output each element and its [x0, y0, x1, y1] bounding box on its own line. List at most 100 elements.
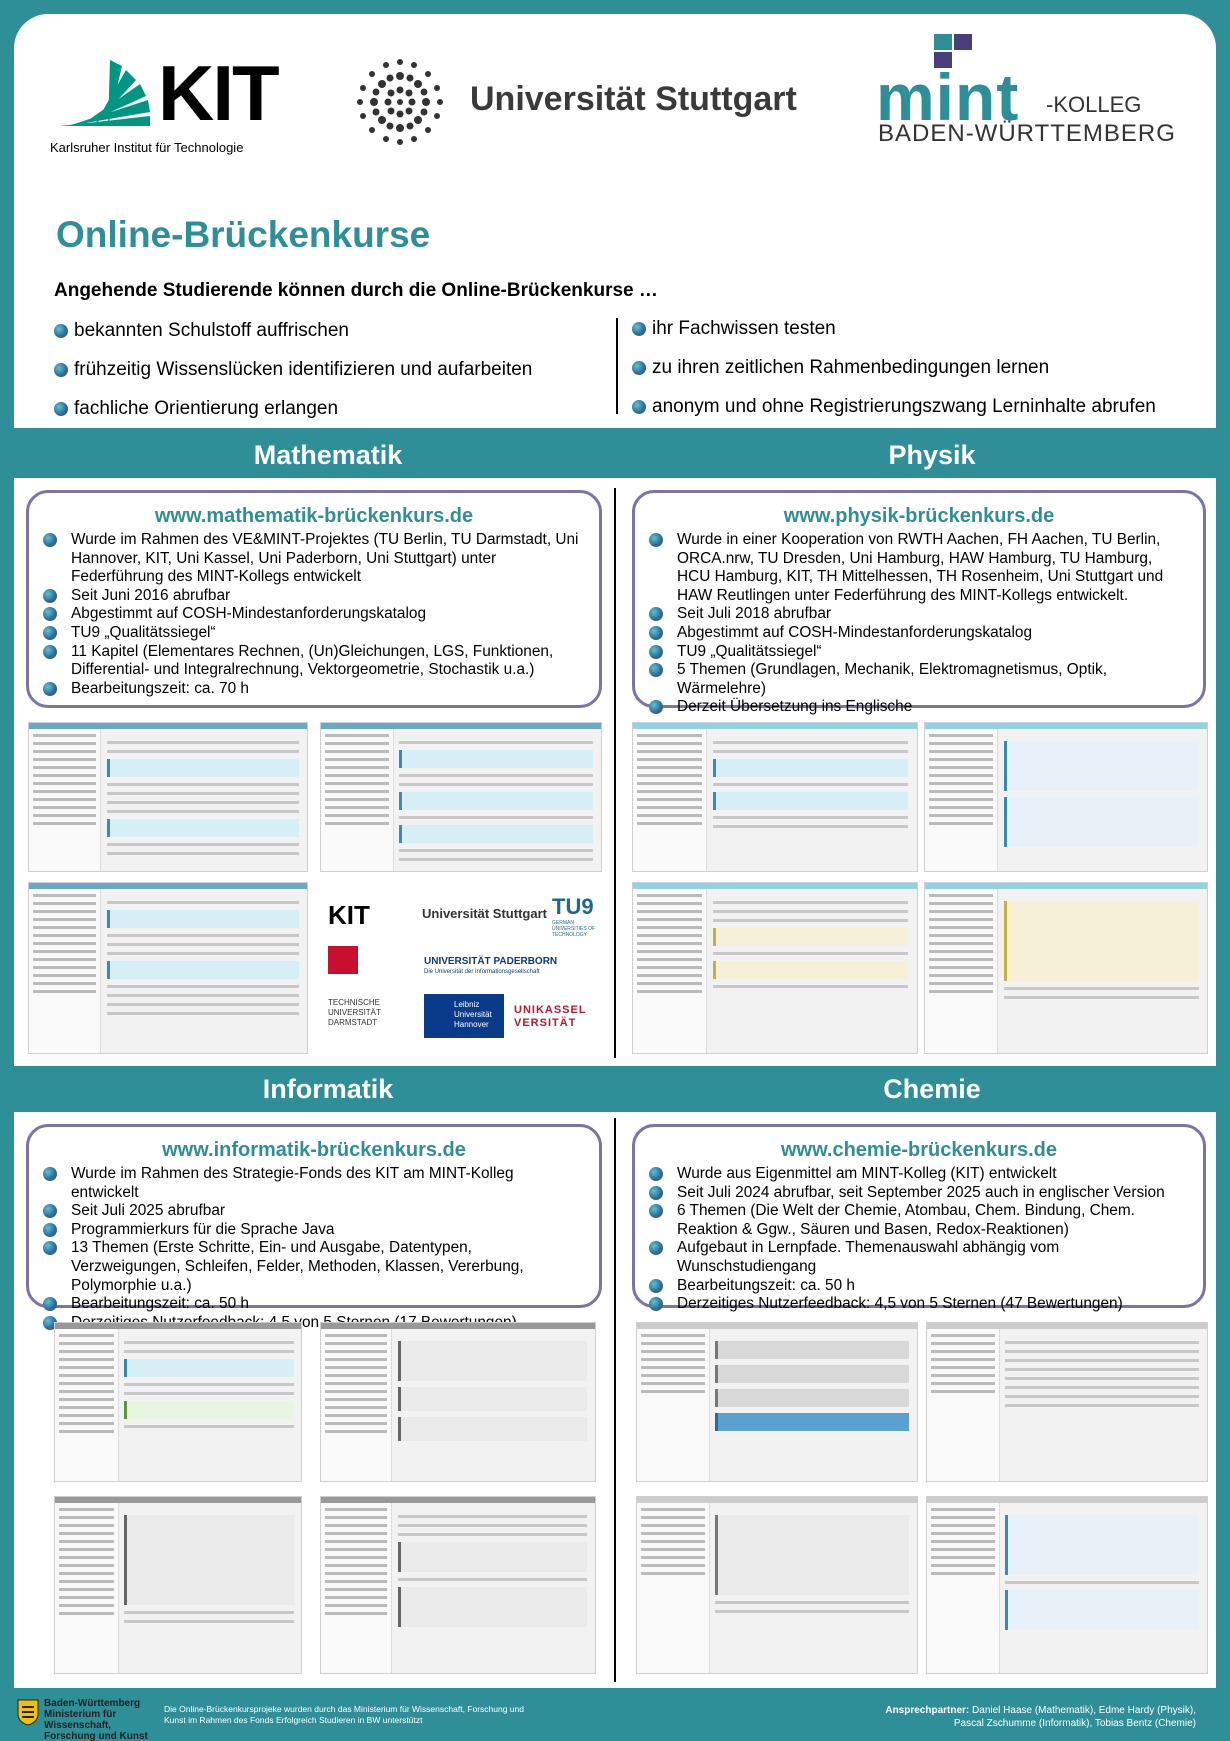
lead-text: Angehende Studierende können durch die O… [54, 280, 658, 301]
mint-kolleg-suffix: -KOLLEG [1046, 92, 1142, 117]
bullet-icon [43, 625, 57, 640]
kit-subtitle: Karlsruher Institut für Technologie [50, 140, 244, 155]
list-item: ihr Fachwissen testen [632, 318, 1156, 357]
footer: Baden-Württemberg Ministerium für Wissen… [0, 1692, 1230, 1741]
bullet-icon [43, 607, 57, 622]
section-heading-cs: Informatik [262, 1074, 394, 1104]
bullet-icon [649, 625, 663, 640]
cs-screenshot-1 [54, 1322, 302, 1482]
bullet-icon [54, 324, 68, 338]
partner-stuttgart-logo: Universität Stuttgart [422, 906, 547, 921]
list-item: zu ihren zeitlichen Rahmenbedingungen le… [632, 357, 1156, 396]
mint-squares-icon [934, 34, 972, 68]
bullet-icon [43, 1167, 57, 1181]
benefits-left-list: bekannten Schulstoff auffrischen frühzei… [54, 320, 532, 437]
list-item: Wurde im Rahmen des VE&MINT-Projektes (T… [43, 531, 585, 587]
bullet-icon [632, 400, 646, 414]
physics-screenshot-2 [924, 722, 1208, 872]
math-screenshot-1 [28, 722, 308, 872]
math-info-list: Wurde im Rahmen des VE&MINT-Projektes (T… [43, 531, 585, 698]
kit-fan-icon [60, 60, 150, 126]
bullet-icon [632, 322, 646, 336]
contact-info: Ansprechpartner: Daniel Haase (Mathemati… [885, 1704, 1196, 1730]
bullet-icon [649, 700, 663, 715]
bullet-icon [649, 1185, 663, 1200]
cs-screenshot-2 [320, 1322, 596, 1482]
bullet-icon [43, 588, 57, 603]
partner-logos: KIT Universität Stuttgart TU9 GERMAN UNI… [320, 882, 602, 1054]
list-item: 5 Themen (Grundlagen, Mechanik, Elektrom… [649, 661, 1189, 698]
chem-screenshot-3 [636, 1496, 918, 1674]
bullet-icon [649, 533, 663, 547]
list-item: Derzeit Übersetzung ins Englische [649, 698, 1189, 717]
row1-panel: www.mathematik-brückenkurs.de Wurde im R… [14, 478, 1216, 1066]
row2-panel: www.informatik-brückenkurs.de Wurde im R… [14, 1112, 1216, 1688]
section-heading-physics: Physik [888, 440, 976, 470]
section-heading-chem: Chemie [883, 1074, 981, 1104]
cs-screenshot-3 [54, 1496, 302, 1674]
physics-infobox: www.physik-brückenkurs.de Wurde in einer… [632, 490, 1206, 715]
bullet-icon [43, 533, 57, 547]
list-item: Programmierkurs für die Sprache Java [43, 1221, 585, 1240]
bullet-icon [43, 681, 57, 696]
chem-url-link[interactable]: www.chemie-brückenkurs.de [780, 1139, 1057, 1161]
list-item: Seit Juli 2018 abrufbar [649, 605, 1189, 624]
chem-screenshot-1 [636, 1322, 918, 1482]
physics-url-link[interactable]: www.physik-brückenkurs.de [783, 505, 1055, 527]
bullet-icon [632, 361, 646, 375]
cs-infobox: www.informatik-brückenkurs.de Wurde im R… [26, 1124, 602, 1331]
mint-kolleg-logo: mint -KOLLEG BADEN-WÜRTTEMBERG [876, 34, 1186, 154]
cs-url-link[interactable]: www.informatik-brückenkurs.de [162, 1139, 466, 1161]
list-item: Bearbeitungszeit: ca. 70 h [43, 680, 585, 699]
partner-darmstadt-logo: TECHNISCHE UNIVERSITÄT DARMSTADT [328, 998, 381, 1027]
bullet-icon [43, 1315, 57, 1330]
bullet-icon [43, 644, 57, 659]
bullet-icon [54, 363, 68, 377]
list-item: Abgestimmt auf COSH-Mindestanforderungsk… [649, 624, 1189, 643]
partner-tu9-subtitle: GERMAN UNIVERSITIES OF TECHNOLOGY [552, 920, 596, 938]
partner-tuberlin-logo [328, 946, 358, 974]
physics-screenshot-4 [924, 882, 1208, 1054]
bullet-icon [649, 607, 663, 622]
cs-screenshot-4 [320, 1496, 596, 1674]
mint-region: BADEN-WÜRTTEMBERG [878, 120, 1176, 147]
list-item: anonym und ohne Registrierungszwang Lern… [632, 396, 1156, 435]
divider [614, 488, 616, 1058]
logo-row: KIT Karlsruher Institut für Technologie [14, 14, 1216, 155]
bullet-icon [649, 644, 663, 659]
partner-hannover-logo: Leibniz Universität Hannover [424, 994, 504, 1038]
mint-wordmark: mint [876, 60, 1020, 134]
divider [616, 318, 618, 414]
bw-ministry-name: Baden-Württemberg Ministerium für Wissen… [44, 1698, 148, 1741]
chem-info-list: Wurde aus Eigenmittel am MINT-Kolleg (KI… [649, 1165, 1189, 1314]
list-item: 13 Themen (Erste Schritte, Ein- und Ausg… [43, 1239, 585, 1295]
list-item: Wurde aus Eigenmittel am MINT-Kolleg (KI… [649, 1165, 1189, 1184]
section-heading-math: Mathematik [253, 440, 403, 470]
partner-paderborn-logo: UNIVERSITÄT PADERBORN [424, 956, 558, 967]
page-title: Online-Brückenkurse [56, 214, 431, 255]
header-card: KIT Karlsruher Institut für Technologie [14, 14, 1216, 428]
list-item: Wurde in einer Kooperation von RWTH Aach… [649, 531, 1189, 605]
funding-note: Die Online-Brückenkursprojeke wurden dur… [164, 1704, 524, 1725]
partner-kassel-logo: UNIKASSEL VERSITÄT [514, 1004, 587, 1029]
bullet-icon [54, 402, 68, 416]
contact-label: Ansprechpartner: [885, 1705, 970, 1716]
list-item: Seit Juli 2024 abrufbar, seit September … [649, 1184, 1189, 1203]
list-item: 6 Themen (Die Welt der Chemie, Atombau, … [649, 1202, 1189, 1239]
list-item: Seit Juni 2016 abrufbar [43, 587, 585, 606]
physics-screenshot-1 [632, 722, 918, 872]
math-screenshot-3 [28, 882, 308, 1054]
stuttgart-wordmark: Universität Stuttgart [470, 80, 797, 118]
contact-line-2: Pascal Zschumme (Informatik), Tobias Ben… [953, 1718, 1196, 1729]
list-item: Abgestimmt auf COSH-Mindestanforderungsk… [43, 605, 585, 624]
list-item: Seit Juli 2025 abrufbar [43, 1202, 585, 1221]
bullet-icon [43, 1241, 57, 1256]
divider [614, 1118, 616, 1682]
physics-screenshot-3 [632, 882, 918, 1054]
list-item: TU9 „Qualitätssiegel“ [43, 624, 585, 643]
bullet-icon [43, 1204, 57, 1219]
list-item: Bearbeitungszeit: ca. 50 h [43, 1295, 585, 1314]
math-url-link[interactable]: www.mathematik-brückenkurs.de [154, 505, 474, 527]
math-infobox: www.mathematik-brückenkurs.de Wurde im R… [26, 490, 602, 708]
math-screenshot-2 [320, 722, 602, 872]
